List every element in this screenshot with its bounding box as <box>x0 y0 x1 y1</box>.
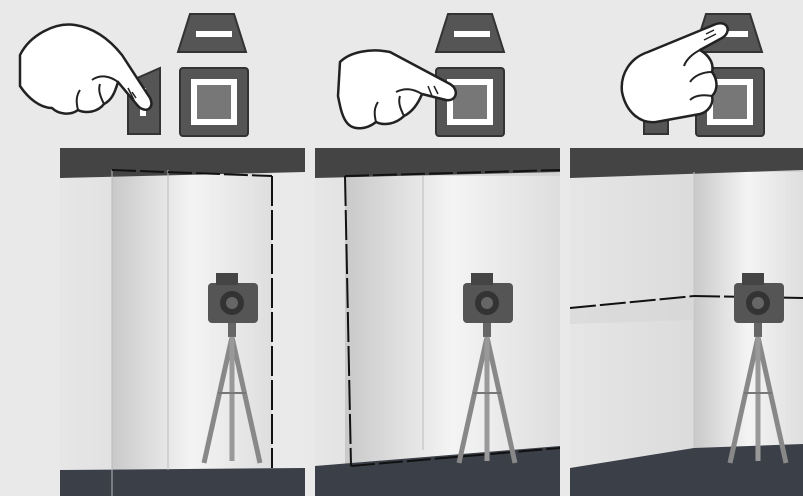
laser-mode-button-icon[interactable] <box>180 68 248 136</box>
pointing-hand-icon <box>20 25 151 114</box>
laser-mode-button-icon[interactable] <box>436 68 504 136</box>
panel-3-controls <box>560 0 803 145</box>
panel-2-controls <box>300 0 560 145</box>
horizontal-laser-button-icon[interactable] <box>436 14 504 52</box>
horizontal-laser-button-icon[interactable] <box>178 14 246 52</box>
room-scene-1 <box>60 148 305 496</box>
floor <box>60 468 305 496</box>
panel-1-controls <box>0 0 260 145</box>
room-scene-3 <box>570 148 803 496</box>
room-scene-2 <box>315 148 560 496</box>
